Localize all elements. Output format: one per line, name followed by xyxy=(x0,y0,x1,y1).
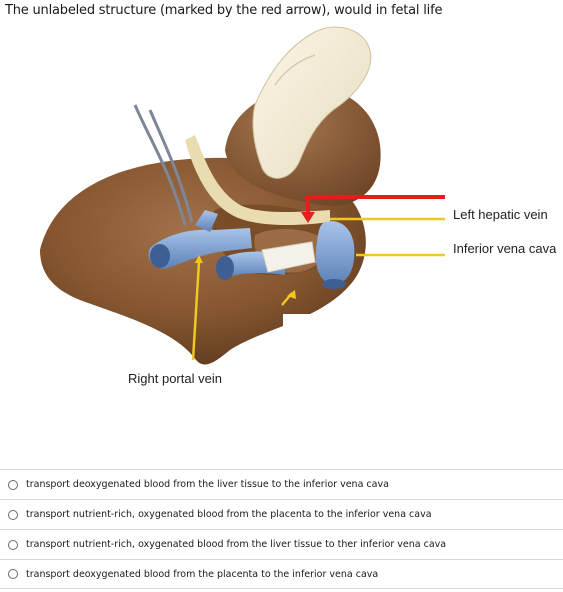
answer-option-2[interactable]: transport nutrient-rich, oxygenated bloo… xyxy=(0,499,563,529)
ivc-vessel xyxy=(315,221,355,289)
red-arrow xyxy=(301,195,445,223)
forceps xyxy=(133,104,194,226)
radio-button[interactable] xyxy=(8,509,18,520)
label-inferior-vena-cava: Inferior vena cava xyxy=(453,241,557,256)
answer-option-4[interactable]: transport deoxygenated blood from the pl… xyxy=(0,559,563,589)
label-cover xyxy=(283,314,387,347)
liver-illustration xyxy=(40,26,445,365)
radio-button[interactable] xyxy=(8,569,18,579)
portal-arrowhead xyxy=(195,255,203,263)
answer-option-label: transport deoxygenated blood from the li… xyxy=(26,479,389,490)
answer-option-3[interactable]: transport nutrient-rich, oxygenated bloo… xyxy=(0,529,563,559)
gloved-hand xyxy=(252,26,372,179)
answer-option-1[interactable]: transport deoxygenated blood from the li… xyxy=(0,469,563,499)
ligament-structure xyxy=(261,241,316,273)
portal-vein xyxy=(148,210,252,269)
answer-option-label: transport nutrient-rich, oxygenated bloo… xyxy=(26,509,432,520)
answer-option-label: transport deoxygenated blood from the pl… xyxy=(26,568,379,580)
radio-button[interactable] xyxy=(8,479,18,490)
liver-body xyxy=(40,87,381,365)
center-arrowhead xyxy=(287,290,296,299)
label-right-portal-vein: Right portal vein xyxy=(128,371,222,386)
question-text: The unlabeled structure (marked by the r… xyxy=(5,3,443,18)
radio-button[interactable] xyxy=(8,539,18,550)
liver-figure: Left hepatic vein Inferior vena cava Rig… xyxy=(40,26,557,386)
answer-options: transport deoxygenated blood from the li… xyxy=(0,469,563,589)
label-left-hepatic-vein: Left hepatic vein xyxy=(453,207,548,222)
answer-option-label: transport nutrient-rich, oxygenated bloo… xyxy=(26,539,447,550)
